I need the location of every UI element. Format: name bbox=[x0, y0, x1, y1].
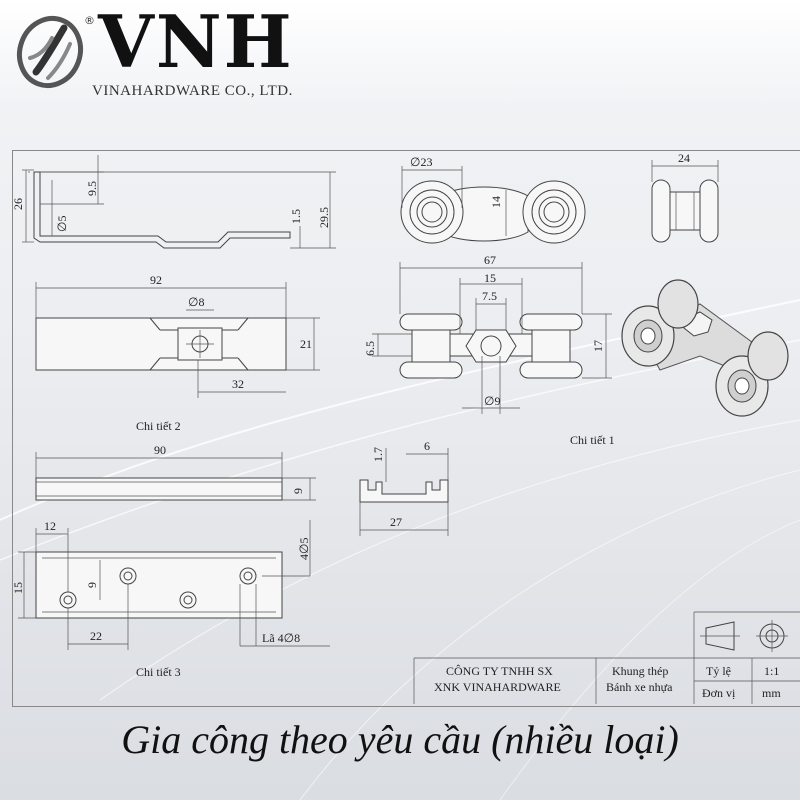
dim-14: 14 bbox=[489, 196, 503, 208]
dim-67: 67 bbox=[484, 253, 496, 267]
dim-phi8: ∅8 bbox=[188, 295, 204, 309]
projection-symbol-icon bbox=[700, 620, 788, 652]
drawing-sheet bbox=[12, 150, 800, 707]
registered-mark: ® bbox=[84, 14, 95, 27]
dim-phi5: ∅5 bbox=[55, 216, 69, 232]
dim-4phi5: 4∅5 bbox=[297, 538, 311, 560]
title-block-unit-value: mm bbox=[762, 686, 781, 700]
company-name: VINAHARDWARE CO., LTD. bbox=[92, 83, 293, 99]
dim-6-5: 6.5 bbox=[363, 341, 377, 356]
dim-26: 26 bbox=[11, 198, 25, 210]
dim-6: 6 bbox=[424, 439, 430, 453]
note-holes: Lã 4∅8 bbox=[262, 631, 300, 645]
header: ® VNH VINAHARDWARE CO., LTD. bbox=[0, 0, 800, 110]
dim-92: 92 bbox=[150, 273, 162, 287]
dim-24: 24 bbox=[678, 151, 690, 165]
part1-isometric bbox=[621, 279, 789, 417]
dim-22: 22 bbox=[90, 629, 102, 643]
dim-90: 90 bbox=[154, 443, 166, 457]
dim-21: 21 bbox=[300, 337, 312, 351]
dim-12: 12 bbox=[44, 519, 56, 533]
title-block-lines bbox=[413, 611, 800, 704]
part3-plan-view: 12 4∅5 15 9 22 Lã 4∅8 bbox=[11, 519, 330, 650]
title-block-company-line1: CÔNG TY TNHH SX bbox=[446, 664, 553, 678]
dim-phi23: ∅23 bbox=[410, 155, 432, 169]
part1-top-view: ∅23 14 bbox=[400, 155, 586, 244]
footer-caption: Gia công theo yêu cầu (nhiều loại) bbox=[121, 717, 679, 762]
dim-1-5: 1.5 bbox=[289, 209, 303, 224]
title-block-scale-value: 1:1 bbox=[764, 664, 780, 678]
part1-side-view: 24 bbox=[651, 151, 719, 243]
vnh-logo-icon bbox=[17, 15, 83, 89]
dim-15-plan: 15 bbox=[11, 582, 25, 594]
title-block-company-line2: XNK VINAHARDWARE bbox=[434, 680, 561, 694]
bracket-side-view: 26 9.5 ∅5 1.5 29.5 bbox=[11, 155, 336, 249]
dim-27: 27 bbox=[390, 515, 402, 529]
channel-section: 1.7 6 27 bbox=[359, 439, 449, 536]
title-block-material-line2: Bánh xe nhựa bbox=[606, 680, 673, 694]
part2-top-view: 92 ∅8 21 32 bbox=[35, 273, 320, 398]
dim-17: 17 bbox=[591, 340, 605, 352]
dim-9-5: 9.5 bbox=[85, 181, 99, 196]
caption-part1: Chi tiết 1 bbox=[570, 433, 615, 447]
dim-phi9: ∅9 bbox=[484, 394, 500, 408]
dim-9-top: 9 bbox=[291, 488, 305, 494]
dim-32: 32 bbox=[232, 377, 244, 391]
caption-part2: Chi tiết 2 bbox=[136, 419, 181, 433]
dim-7-5: 7.5 bbox=[482, 289, 497, 303]
dim-9-plan: 9 bbox=[85, 582, 99, 588]
dim-15-front: 15 bbox=[484, 271, 496, 285]
title-block-scale-label: Tỷ lệ bbox=[706, 664, 731, 678]
part3-top-view: 90 9 bbox=[35, 443, 316, 501]
caption-part3: Chi tiết 3 bbox=[136, 665, 181, 679]
title-block-unit-label: Đơn vị bbox=[702, 686, 736, 700]
dim-29-5: 29.5 bbox=[317, 207, 331, 228]
dim-1-7: 1.7 bbox=[371, 447, 385, 462]
title-block-material-line1: Khung thép bbox=[612, 664, 669, 678]
brand-name: VNH bbox=[98, 0, 294, 84]
part1-front-view: 67 15 7.5 6.5 17 ∅9 bbox=[363, 253, 612, 414]
